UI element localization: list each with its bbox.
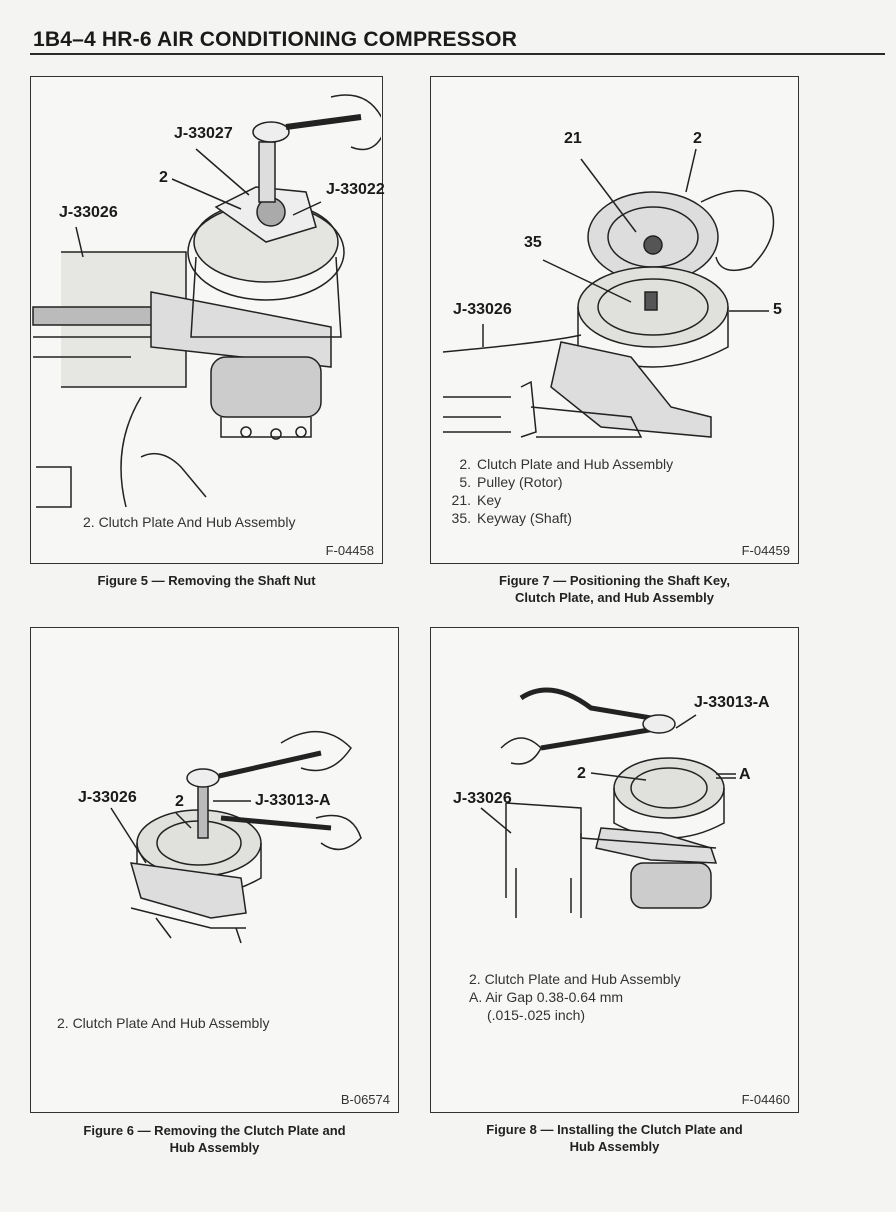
callout-2: 2 xyxy=(159,169,168,186)
figure-5-caption: Figure 5 — Removing the Shaft Nut xyxy=(30,572,383,589)
legend-text: Clutch Plate and Hub Assembly xyxy=(477,456,674,472)
legend-text: Keyway (Shaft) xyxy=(477,510,572,526)
callout-j33026: J-33026 xyxy=(453,301,512,318)
legend-item: 21. Key xyxy=(449,491,673,509)
callout-j33022: J-33022 xyxy=(326,181,385,198)
callout-j33027: J-33027 xyxy=(174,125,233,142)
figure-7-illustration xyxy=(442,148,775,438)
callout-2: 2 xyxy=(175,793,184,810)
callout-j33013a: J-33013-A xyxy=(255,792,331,809)
legend-item: 2. Clutch Plate and Hub Assembly xyxy=(449,455,673,473)
figure-6-box: J-33026 2 J-33013-A 2. Clutch Plate And … xyxy=(30,627,399,1113)
legend-number: 5. xyxy=(459,474,471,490)
callout-a: A xyxy=(739,766,751,783)
figure-8-caption-line-1: Figure 8 — Installing the Clutch Plate a… xyxy=(486,1122,743,1137)
figure-5-illustration xyxy=(32,94,381,508)
figure-7-legend: 2. Clutch Plate and Hub Assembly 5. Pulley… xyxy=(449,455,674,527)
callout-5: 5 xyxy=(773,301,782,318)
figure-5-box: J-33027 2 J-33022 J-33026 2. Clutch Plat… xyxy=(30,76,385,564)
legend-number: 21. xyxy=(451,492,471,508)
callout-j33026: J-33026 xyxy=(59,204,118,221)
callout-35: 35 xyxy=(524,234,542,251)
figure-6-code: B-06574 xyxy=(340,1092,390,1107)
legend-number: 2. xyxy=(459,456,471,472)
legend-item: 2. Clutch Plate and Hub Assembly xyxy=(469,971,681,987)
callout-2: 2 xyxy=(693,130,702,147)
figure-8-box: J-33013-A 2 A J-33026 2. Clutch Plate an… xyxy=(430,627,799,1113)
figure-7-box: 21 2 35 J-33026 5 2. Clutch Plate and Hub… xyxy=(430,76,799,564)
legend-number: 35. xyxy=(451,510,471,526)
legend-item-continuation: (.015-.025 inch) xyxy=(487,1007,586,1023)
legend-item: 5. Pulley (Rotor) xyxy=(449,473,673,491)
figure-7-caption-line-2: Clutch Plate, and Hub Assembly xyxy=(515,590,714,605)
figure-6-caption: Figure 6 — Removing the Clutch Plate and… xyxy=(30,1122,399,1156)
legend-item: A. Air Gap 0.38-0.64 mm xyxy=(469,989,624,1005)
figure-7-code: F-04459 xyxy=(741,543,790,558)
callout-j33026: J-33026 xyxy=(453,790,512,807)
figure-6-illustration xyxy=(110,731,362,944)
legend-item: 35. Keyway (Shaft) xyxy=(449,509,673,527)
figure-8-caption: Figure 8 — Installing the Clutch Plate a… xyxy=(430,1121,799,1155)
figure-8-illustration xyxy=(480,687,736,918)
figure-7-caption-line-1: Figure 7 — Positioning the Shaft Key, xyxy=(499,573,730,588)
figure-8-caption-line-2: Hub Assembly xyxy=(569,1139,660,1154)
callout-21: 21 xyxy=(564,130,582,147)
callout-j33013a: J-33013-A xyxy=(694,694,770,711)
figure-6-legend-item: 2. Clutch Plate And Hub Assembly xyxy=(57,1015,270,1031)
page-header: 1B4–4 HR-6 AIR CONDITIONING COMPRESSOR xyxy=(33,28,518,51)
figure-5-legend-item: 2. Clutch Plate And Hub Assembly xyxy=(83,514,296,530)
figure-6-caption-line-2: Hub Assembly xyxy=(169,1140,260,1155)
figure-8-code: F-04460 xyxy=(741,1092,790,1107)
legend-text: Key xyxy=(477,492,502,508)
header-rule xyxy=(30,53,885,55)
figure-6-caption-line-1: Figure 6 — Removing the Clutch Plate and xyxy=(83,1123,346,1138)
callout-j33026: J-33026 xyxy=(78,789,137,806)
figure-7-caption: Figure 7 — Positioning the Shaft Key, Cl… xyxy=(430,572,799,606)
callout-2: 2 xyxy=(577,765,586,782)
figure-5-code: F-04458 xyxy=(325,543,374,558)
legend-text: Pulley (Rotor) xyxy=(477,474,563,490)
figure-5-caption-line: Figure 5 — Removing the Shaft Nut xyxy=(97,573,316,588)
figure-8-legend: 2. Clutch Plate and Hub Assembly A. Air … xyxy=(469,970,681,1024)
